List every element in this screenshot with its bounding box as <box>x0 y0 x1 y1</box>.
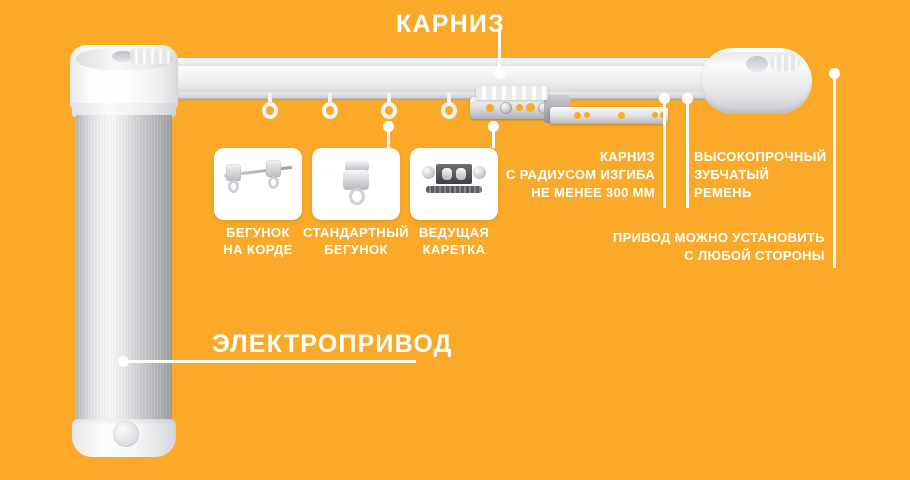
glider-body-left <box>226 164 241 181</box>
label-electric-drive: ЭЛЕКТРОПРИВОД <box>212 330 453 358</box>
runner-ring <box>322 102 338 119</box>
motor-neck <box>72 103 176 117</box>
carriage-arm <box>550 107 668 124</box>
card-drive-carriage[interactable] <box>410 148 498 220</box>
carriage-screw <box>500 102 512 114</box>
runner-ring <box>381 102 397 119</box>
leader-line-karniz <box>498 30 501 74</box>
annotation-line-3: НЕ МЕНЕЕ 300 ММ <box>531 185 655 200</box>
rail-bottom-lip <box>176 92 736 99</box>
glider-hook <box>349 188 365 205</box>
runner-stem <box>328 93 332 104</box>
annotation-line-2: С РАДИУСОМ ИЗГИБА <box>505 167 655 182</box>
runner-stem <box>268 93 272 104</box>
runner-ring <box>262 102 278 119</box>
motor-button <box>113 421 139 447</box>
runner-ring <box>441 102 457 119</box>
glider-hook-right <box>268 176 279 189</box>
caption-line-2: КАРЕТКА <box>422 242 486 257</box>
arm-hole <box>652 112 658 118</box>
runner-stem <box>387 93 391 104</box>
annotation-line-1: ВЫСОКОПРОЧНЫЙ <box>694 149 827 164</box>
rail-shadow <box>176 98 736 102</box>
caption-line-1: СТАНДАРТНЫЙ <box>303 225 409 240</box>
annotation-line-2: ЗУБЧАТЫЙ <box>694 167 770 182</box>
annotation-mount-either-side: ПРИВОД МОЖНО УСТАНОВИТЬ С ЛЮБОЙ СТОРОНЫ <box>580 229 825 265</box>
rail-end-hub <box>746 56 768 72</box>
leader-line-drive-carriage <box>492 126 495 148</box>
caption-standard-glider: СТАНДАРТНЫЙ БЕГУНОК <box>296 224 416 258</box>
carriage-hole <box>516 104 523 111</box>
carriage-belt <box>426 186 482 193</box>
rail-end-vents <box>770 55 800 71</box>
leader-line-motor <box>128 360 416 363</box>
leader-line-standard-glider <box>387 126 390 148</box>
motor-cap <box>70 45 178 110</box>
leader-line-toothed-belt <box>686 98 689 208</box>
carriage-detail-a <box>442 168 452 180</box>
leader-line-mount-side <box>833 73 836 268</box>
caption-line-1: ВЕДУЩАЯ <box>418 225 490 240</box>
drive-carriage-assembly <box>470 95 670 131</box>
carriage-hole <box>526 103 535 112</box>
electric-drive-motor <box>70 45 178 457</box>
caption-line-2: БЕГУНОК <box>324 242 388 257</box>
motor-cap-hole <box>112 51 134 62</box>
rail-runner-hook <box>381 93 397 119</box>
carriage-wheel-left <box>422 166 435 179</box>
toothed-belt-clip <box>476 86 548 100</box>
glider-body <box>343 170 369 190</box>
arm-hole <box>584 112 590 118</box>
leader-dot-motor <box>118 356 129 367</box>
motor-cap-vents <box>130 49 170 64</box>
leader-line-bend-radius <box>663 98 666 208</box>
rail-runner-hook <box>262 93 278 119</box>
caption-drive-carriage: ВЕДУЩАЯ КАРЕТКА <box>394 224 514 258</box>
motor-tube <box>76 115 172 445</box>
glider-body-right <box>266 160 281 177</box>
arm-hole <box>574 112 581 119</box>
card-standard-glider[interactable] <box>312 148 400 220</box>
leader-dot-toothed-belt <box>682 93 693 104</box>
rail-runner-hook <box>441 93 457 119</box>
carriage-wheel-right <box>473 166 486 179</box>
drive-carriage-icon <box>410 148 498 220</box>
rail-face <box>176 66 736 94</box>
caption-cord-glider: БЕГУНОК НА КОРДЕ <box>198 224 318 258</box>
annotation-toothed-belt: ВЫСОКОПРОЧНЫЙ ЗУБЧАТЫЙ РЕМЕНЬ <box>694 148 884 202</box>
carriage-hole <box>486 104 494 112</box>
card-cord-glider[interactable] <box>214 148 302 220</box>
runner-stem <box>447 93 451 104</box>
leader-dot-standard-glider <box>383 121 394 132</box>
cord-glider-icon <box>214 148 302 220</box>
motor-foot <box>72 419 176 457</box>
rail-pulley-end <box>700 48 812 114</box>
rail-runner-hook <box>322 93 338 119</box>
glider-hook-left <box>228 180 239 193</box>
annotation-line-1: КАРНИЗ <box>600 149 655 164</box>
leader-dot-bend-radius <box>659 93 670 104</box>
leader-dot-karniz <box>494 68 505 79</box>
annotation-line-1: ПРИВОД МОЖНО УСТАНОВИТЬ <box>612 230 825 245</box>
carriage-detail-b <box>456 168 466 180</box>
caption-line-2: НА КОРДЕ <box>223 242 293 257</box>
standard-glider-icon <box>312 148 400 220</box>
leader-dot-mount-side <box>829 68 840 79</box>
annotation-line-3: РЕМЕНЬ <box>694 185 752 200</box>
curtain-rail-track <box>176 58 736 102</box>
rail-top-edge <box>176 58 736 67</box>
page-title-karniz: КАРНИЗ <box>396 10 505 38</box>
annotation-line-2: С ЛЮБОЙ СТОРОНЫ <box>684 248 825 263</box>
arm-hole <box>618 112 625 119</box>
glider-top <box>345 160 369 172</box>
annotation-bend-radius: КАРНИЗ С РАДИУСОМ ИЗГИБА НЕ МЕНЕЕ 300 ММ <box>483 148 655 202</box>
caption-line-1: БЕГУНОК <box>226 225 290 240</box>
leader-dot-drive-carriage <box>488 121 499 132</box>
